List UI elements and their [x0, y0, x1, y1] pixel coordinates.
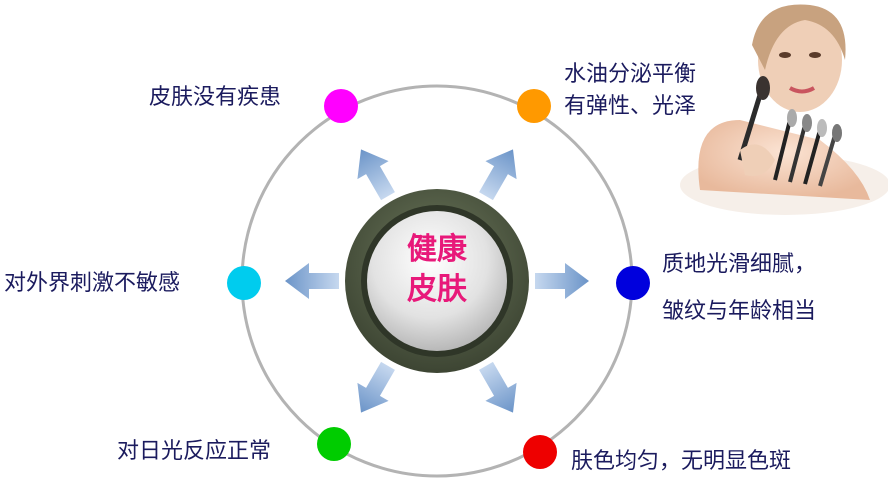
center-title-line2: 皮肤	[407, 272, 467, 307]
label-top-right-line1: 水油分泌平衡	[564, 62, 697, 87]
node-dot-left	[227, 266, 261, 300]
label-right-line1: 质地光滑细腻，	[662, 252, 817, 277]
node-dot-top-left	[324, 89, 358, 123]
center-disc	[367, 211, 507, 351]
arrow-top-right	[479, 149, 517, 201]
label-left: 对外界刺激不敏感	[4, 271, 181, 296]
arrows	[285, 149, 589, 413]
label-right-line2: 皱纹与年龄相当	[662, 299, 817, 324]
arrow-bottom-right	[479, 361, 517, 413]
node-dot-right	[616, 266, 650, 300]
arrow-right	[535, 263, 589, 299]
label-top-left: 皮肤没有疾患	[149, 85, 282, 110]
label-bottom-left: 对日光反应正常	[117, 439, 272, 464]
node-dot-bottom-right	[523, 435, 557, 469]
node-dot-bottom-left	[317, 427, 351, 461]
center-title-line1: 健康	[407, 232, 467, 267]
arrow-top-left	[357, 149, 395, 201]
woman-with-brushes-image	[680, 4, 888, 215]
arrow-bottom-left	[357, 361, 395, 413]
label-bottom-right: 肤色均匀，无明显色斑	[571, 449, 792, 474]
label-top-right-line2: 有弹性、光泽	[564, 94, 697, 119]
node-dot-top-right	[517, 89, 551, 123]
arrow-left	[285, 263, 339, 299]
